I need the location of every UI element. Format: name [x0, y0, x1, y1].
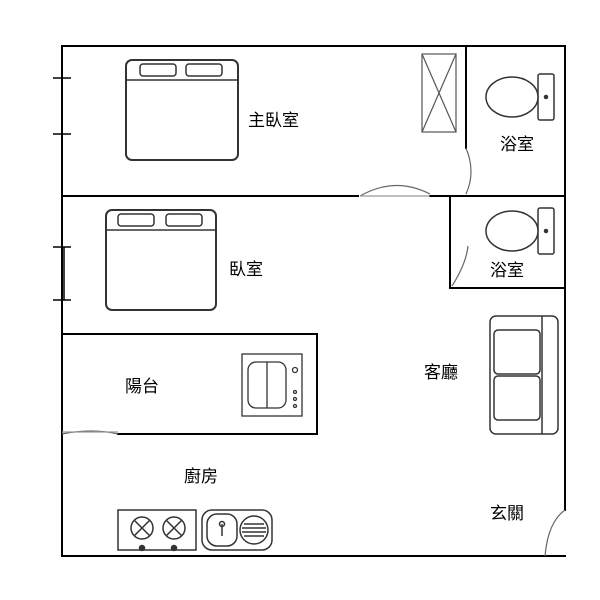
sink-icon: [201, 509, 273, 551]
walls: [61, 45, 566, 557]
toilet-icon: [485, 73, 555, 121]
room-label-balcony: 陽台: [125, 377, 159, 397]
room-label-kitchen: 廚房: [184, 466, 218, 487]
room-label-entrance: 玄關: [490, 504, 524, 524]
room-label-master-bedroom: 主臥室: [248, 111, 299, 131]
washing-machine-icon: [241, 353, 303, 417]
room-label-bathroom-bottom: 浴室: [490, 261, 524, 281]
wardrobe-icon: [421, 53, 457, 133]
stove-icon: [117, 509, 197, 552]
door-swing-icon: [61, 147, 566, 557]
double-bed-icon: [125, 59, 239, 161]
room-label-bathroom-top: 浴室: [500, 135, 534, 155]
sofa-icon: [489, 315, 559, 435]
room-label-bedroom: 臥室: [229, 260, 263, 280]
double-bed-icon: [105, 209, 217, 311]
window-icon: [53, 77, 71, 301]
toilet-icon: [485, 207, 555, 255]
room-label-living-room: 客廳: [424, 363, 458, 383]
